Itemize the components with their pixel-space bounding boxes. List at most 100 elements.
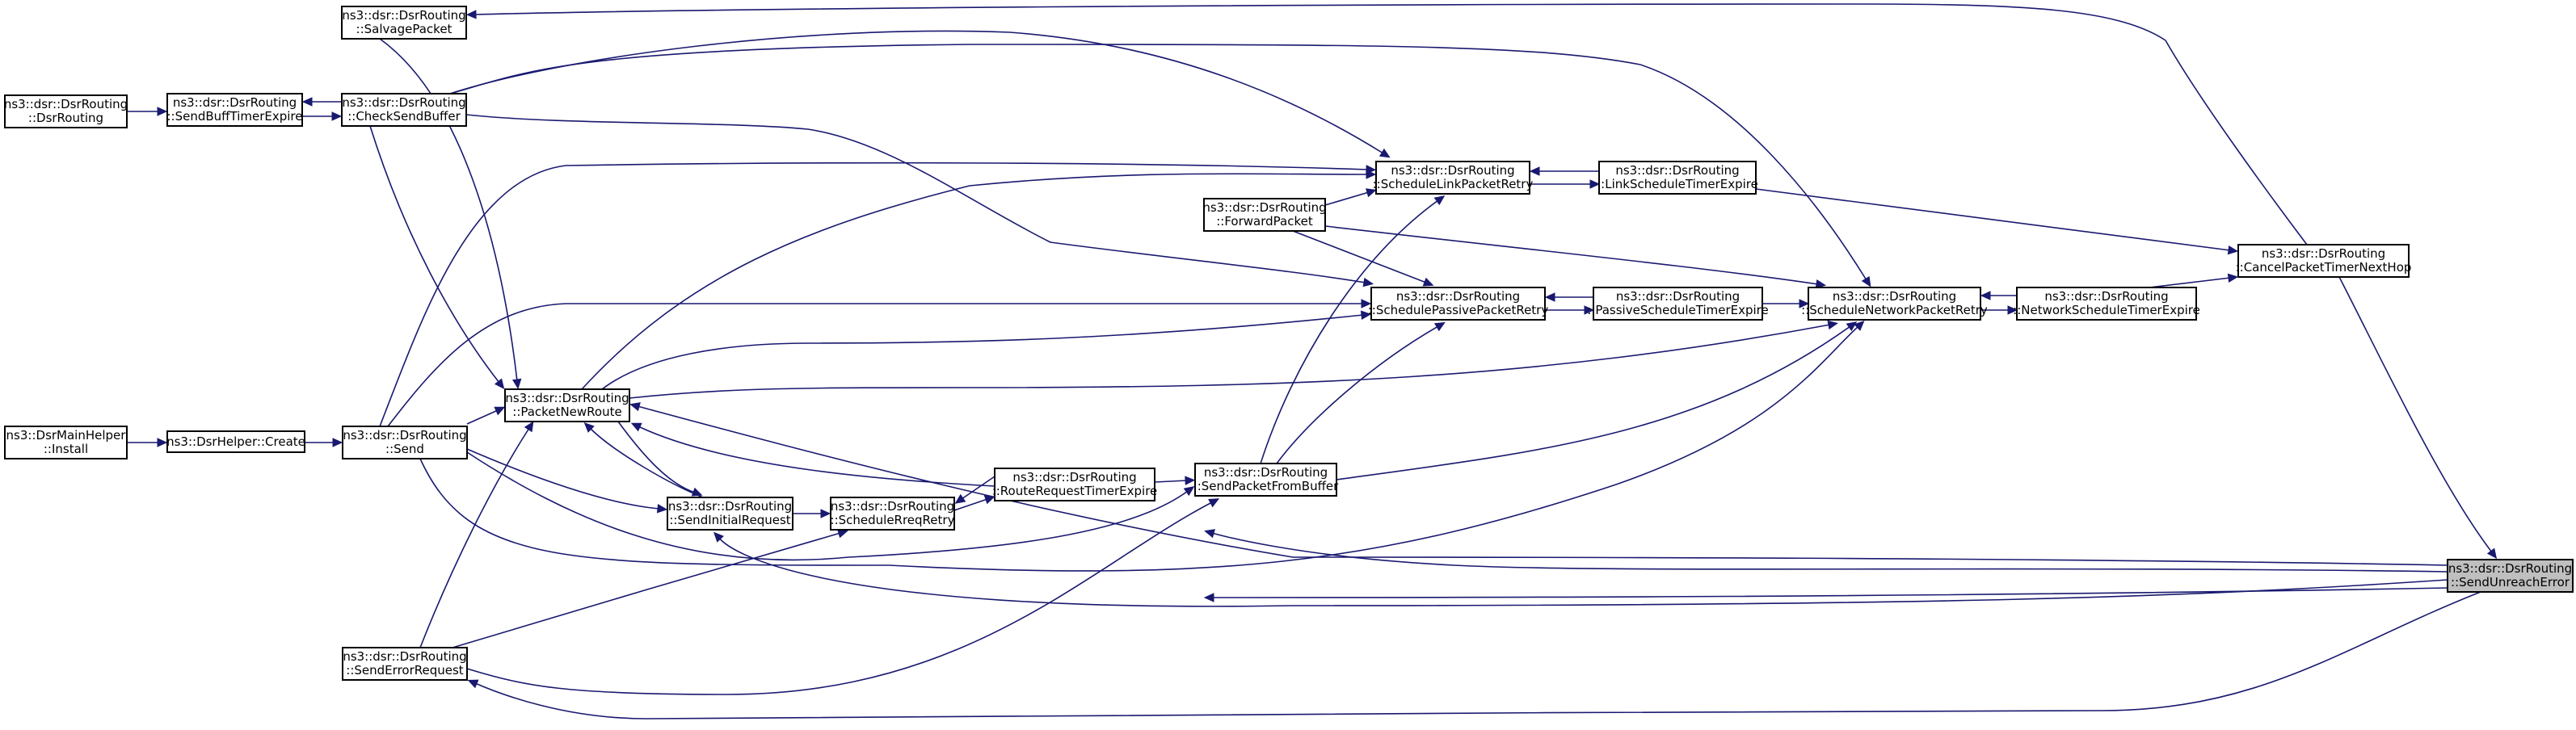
node-label-scope: ns3::dsr::DsrRouting <box>831 499 954 514</box>
node-schedule-link-packet-retry[interactable]: ns3::dsr::DsrRouting::ScheduleLinkPacket… <box>1373 161 1534 195</box>
node-label-method: ::SchedulePassivePacketRetry <box>1368 303 1549 317</box>
edge-Install-to-Create <box>127 438 168 447</box>
node-send[interactable]: ns3::dsr::DsrRouting::Send <box>342 426 468 459</box>
edge-SalvagePacket-to-PacketNewRoute <box>379 38 522 390</box>
arrowhead-icon <box>524 421 534 433</box>
node-box[interactable] <box>2447 559 2574 593</box>
edge-line <box>1211 587 2448 598</box>
node-label-scope: ns3::dsr::DsrRouting <box>1616 289 1740 304</box>
node-label-method: ::PacketNewRoute <box>512 405 621 419</box>
edge-line <box>617 421 696 493</box>
arrowhead-icon <box>1361 299 1372 308</box>
node-box[interactable] <box>342 426 468 459</box>
edge-PacketNewRoute-to-ScheduleLinkPacketRetry <box>581 170 1377 390</box>
node-passive-schedule-timer-expire[interactable]: ns3::dsr::DsrRouting::PassiveScheduleTim… <box>1587 287 1769 321</box>
node-box[interactable] <box>2016 287 2197 321</box>
node-label-scope: ns3::DsrMainHelper <box>6 428 127 443</box>
edge-ScheduleNetworkPacketRetry-to-NetworkScheduleTimerExpire <box>1980 305 2018 315</box>
edge-line <box>419 325 1859 572</box>
node-box[interactable] <box>166 430 305 453</box>
node-label-scope: ns3::dsr::DsrRouting <box>173 95 297 110</box>
edge-line <box>379 38 518 382</box>
node-box[interactable] <box>994 468 1155 501</box>
node-box[interactable] <box>342 647 468 681</box>
edge-CheckSendBuffer-to-SchedulePassivePacketRetry <box>465 114 1374 287</box>
node-label-scope: ns3::dsr::DsrRouting <box>1012 470 1136 485</box>
edge-SendPacketFromBuffer-to-ScheduleLinkPacketRetry <box>1260 195 1446 464</box>
node-box[interactable] <box>504 388 630 422</box>
edge-LinkScheduleTimerExpire-to-CancelPacketTimerNextHop <box>1755 188 2239 255</box>
arrowhead-icon <box>1366 170 1377 179</box>
node-box[interactable] <box>1808 287 1981 321</box>
node-box[interactable] <box>1203 198 1326 232</box>
edge-line <box>449 44 1867 281</box>
node-label-scope: ns3::dsr::DsrRouting <box>668 499 792 514</box>
edge-line <box>1755 188 2231 251</box>
node-box[interactable] <box>166 93 303 127</box>
edge-RouteRequestTimerExpire-to-SendPacketFromBuffer <box>1154 476 1196 485</box>
edge-CheckSendBuffer-to-ScheduleNetworkPacketRetry <box>449 44 1871 287</box>
arrowhead-icon <box>331 111 343 121</box>
arrowhead-icon <box>465 10 477 19</box>
node-label-method: ::SendBuffTimerExpire <box>166 109 302 124</box>
edge-RouteRequestTimerExpire-to-PacketNewRoute <box>630 422 995 487</box>
node-create[interactable]: ns3::DsrHelper::Create <box>166 430 305 453</box>
node-box[interactable] <box>4 426 128 459</box>
node-packet-new-route[interactable]: ns3::dsr::DsrRouting::PacketNewRoute <box>504 388 630 422</box>
node-dsr-routing[interactable]: ns3::dsr::DsrRouting::DsrRouting <box>4 94 128 128</box>
node-box[interactable] <box>1375 161 1530 195</box>
node-box[interactable] <box>1593 287 1763 321</box>
edge-line <box>1260 199 1439 464</box>
node-schedule-passive-packet-retry[interactable]: ns3::dsr::DsrRouting::SchedulePassivePac… <box>1368 287 1549 321</box>
node-send-unreach-error[interactable]: ns3::dsr::DsrRouting::SendUnreachError <box>2447 559 2574 593</box>
node-box[interactable] <box>1598 161 1757 195</box>
edge-line <box>1324 191 1370 206</box>
node-box[interactable] <box>1370 287 1546 321</box>
edge-line <box>581 173 1369 390</box>
node-box[interactable] <box>4 94 128 128</box>
node-box[interactable] <box>667 497 793 531</box>
node-send-initial-request[interactable]: ns3::dsr::DsrRouting::SendInitialRequest <box>667 497 793 531</box>
edge-Create-to-Send <box>305 438 343 447</box>
node-network-schedule-timer-expire[interactable]: ns3::dsr::DsrRouting::NetworkScheduleTim… <box>2013 287 2200 321</box>
node-salvage-packet[interactable]: ns3::dsr::DsrRouting::SalvagePacket <box>341 6 467 40</box>
node-check-send-buffer[interactable]: ns3::dsr::DsrRouting::CheckSendBuffer <box>341 93 467 127</box>
node-send-packet-from-buffer[interactable]: ns3::dsr::DsrRouting::SendPacketFromBuff… <box>1193 463 1339 497</box>
edge-Send-to-SendInitialRequest <box>466 448 668 514</box>
node-send-buff-timer-expire[interactable]: ns3::dsr::DsrRouting::SendBuffTimerExpir… <box>166 93 303 127</box>
arrowhead-icon <box>1378 148 1391 158</box>
node-send-error-request[interactable]: ns3::dsr::DsrRouting::SendErrorRequest <box>342 647 468 681</box>
node-box[interactable] <box>830 497 955 531</box>
arrowhead-icon <box>1183 486 1195 497</box>
node-route-request-timer-expire[interactable]: ns3::dsr::DsrRouting::RouteRequestTimerE… <box>992 468 1158 501</box>
node-install[interactable]: ns3::DsrMainHelper::Install <box>4 426 128 459</box>
arrowhead-icon <box>1861 275 1871 287</box>
arrowhead-icon <box>157 107 168 116</box>
node-box[interactable] <box>341 6 467 40</box>
node-forward-packet[interactable]: ns3::dsr::DsrRouting::ForwardPacket <box>1202 198 1327 232</box>
node-link-schedule-timer-expire[interactable]: ns3::dsr::DsrRouting::LinkScheduleTimerE… <box>1597 161 1758 195</box>
arrowhead-icon <box>630 422 642 432</box>
node-label-scope: ns3::dsr::DsrRouting <box>1204 465 1328 480</box>
edge-line <box>638 426 995 487</box>
edge-DsrRouting-to-SendBuffTimerExpire <box>127 107 168 116</box>
node-cancel-packet-timer-next-hop[interactable]: ns3::dsr::DsrRouting::CancelPacketTimerN… <box>2236 244 2412 278</box>
node-box[interactable] <box>341 93 467 127</box>
arrowhead-icon <box>1422 277 1434 287</box>
node-label-method: ::PassiveScheduleTimerExpire <box>1587 303 1769 317</box>
edge-line <box>466 501 1213 695</box>
arrowhead-icon <box>1544 292 1555 302</box>
edge-SendPacketFromBuffer-to-SchedulePassivePacketRetry <box>1276 321 1446 464</box>
node-schedule-network-packet-retry[interactable]: ns3::dsr::DsrRouting::ScheduleNetworkPac… <box>1801 287 1988 321</box>
arrowhead-icon <box>467 679 479 689</box>
edge-line <box>419 427 530 648</box>
node-label-scope: ns3::dsr::DsrRouting <box>1615 163 1739 178</box>
arrowhead-icon <box>820 509 831 518</box>
edge-line <box>601 314 1364 390</box>
edge-SendErrorRequest-to-SendPacketFromBuffer <box>466 498 1220 695</box>
node-box[interactable] <box>2237 244 2410 278</box>
node-box[interactable] <box>1194 463 1337 497</box>
edge-ForwardPacket-to-SchedulePassivePacketRetry <box>1292 230 1434 287</box>
node-schedule-rreq-retry[interactable]: ns3::dsr::DsrRouting::ScheduleRreqRetry <box>830 497 955 531</box>
